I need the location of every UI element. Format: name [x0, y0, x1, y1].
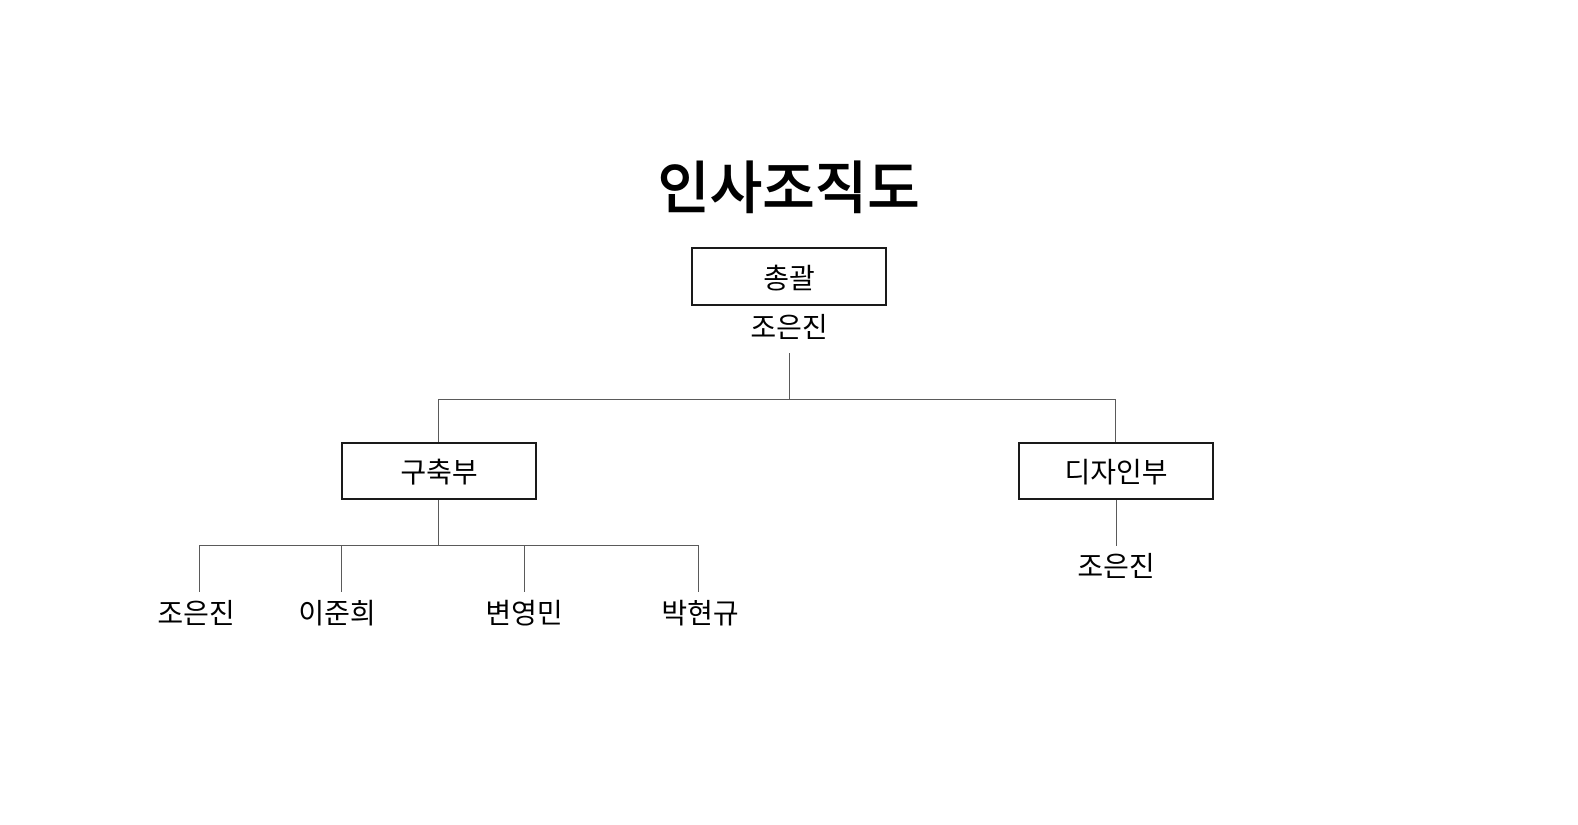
member-3-connector — [524, 545, 525, 592]
member-4-connector — [698, 545, 699, 592]
member-name: 변영민 — [485, 597, 563, 630]
page-title: 인사조직도 — [657, 157, 921, 222]
department-connector-bar — [438, 399, 1116, 400]
member-1-connector — [199, 545, 200, 592]
department-1-connector-down — [438, 500, 439, 546]
member-2-connector — [341, 545, 342, 592]
department-label: 구축부 — [400, 456, 478, 489]
department-1-connector — [438, 399, 439, 442]
member-name: 조은진 — [157, 597, 235, 630]
member-name: 박현규 — [661, 597, 739, 630]
department-box-construction: 구축부 — [341, 442, 537, 500]
member-name: 이준희 — [298, 597, 376, 630]
department-2-connector — [1115, 399, 1116, 442]
department-box-design: 디자인부 — [1018, 442, 1214, 500]
department-2-connector-down — [1116, 500, 1117, 546]
root-unit-label: 총괄 — [763, 261, 815, 295]
member-connector-bar — [199, 545, 699, 546]
root-manager-name: 조은진 — [750, 311, 828, 344]
member-name: 조은진 — [1077, 550, 1155, 583]
department-label: 디자인부 — [1064, 456, 1168, 489]
root-connector-down — [789, 353, 790, 399]
root-unit-box: 총괄 — [691, 247, 887, 306]
